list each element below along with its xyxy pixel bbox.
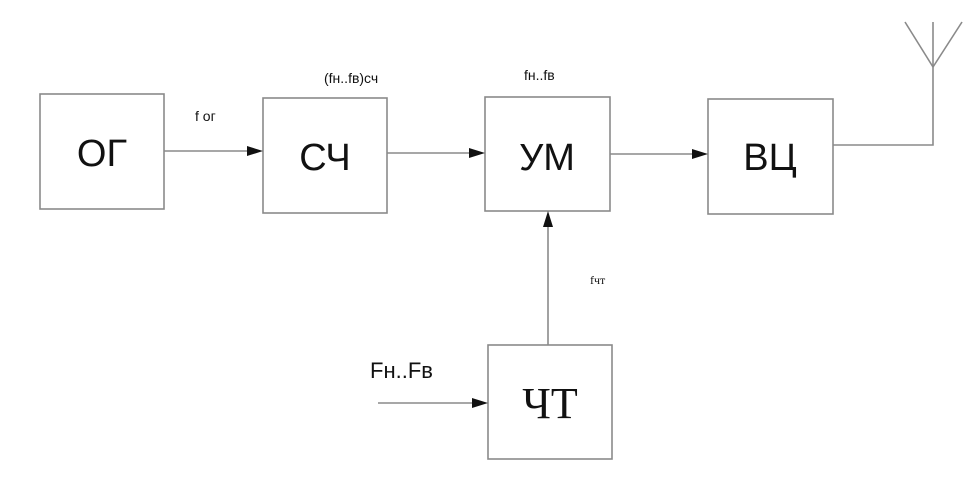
block-sch-label: СЧ <box>299 137 351 179</box>
block-vc: ВЦ <box>707 98 834 215</box>
wire-um-vc <box>610 149 708 159</box>
block-sch: СЧ <box>262 97 388 214</box>
arrowhead-icon <box>247 146 263 156</box>
block-cht-label: ЧТ <box>522 379 578 428</box>
label-um-out: fн..fв <box>524 67 555 83</box>
wire-vc-antenna <box>833 67 934 146</box>
wire-sch-um <box>387 148 485 158</box>
wire-cht-um <box>543 211 553 345</box>
block-vc-label: ВЦ <box>743 137 796 179</box>
label-f-cht: fчт <box>590 273 606 287</box>
arrowhead-icon <box>472 398 488 408</box>
label-sch-out: (fн..fв)сч <box>324 70 378 86</box>
arrowhead-icon <box>469 148 485 158</box>
block-cht: ЧТ <box>487 344 613 460</box>
block-um: УМ <box>484 96 611 212</box>
block-og: ОГ <box>39 93 165 210</box>
arrowhead-icon <box>543 211 553 227</box>
label-f-og: f ог <box>195 108 216 124</box>
antenna-icon <box>904 21 963 68</box>
wire-input-cht <box>378 398 488 408</box>
arrowhead-icon <box>692 149 708 159</box>
label-input: Fн..Fв <box>370 358 433 383</box>
wire-og-sch <box>164 146 263 156</box>
block-um-label: УМ <box>519 137 575 179</box>
block-og-label: ОГ <box>77 133 127 175</box>
